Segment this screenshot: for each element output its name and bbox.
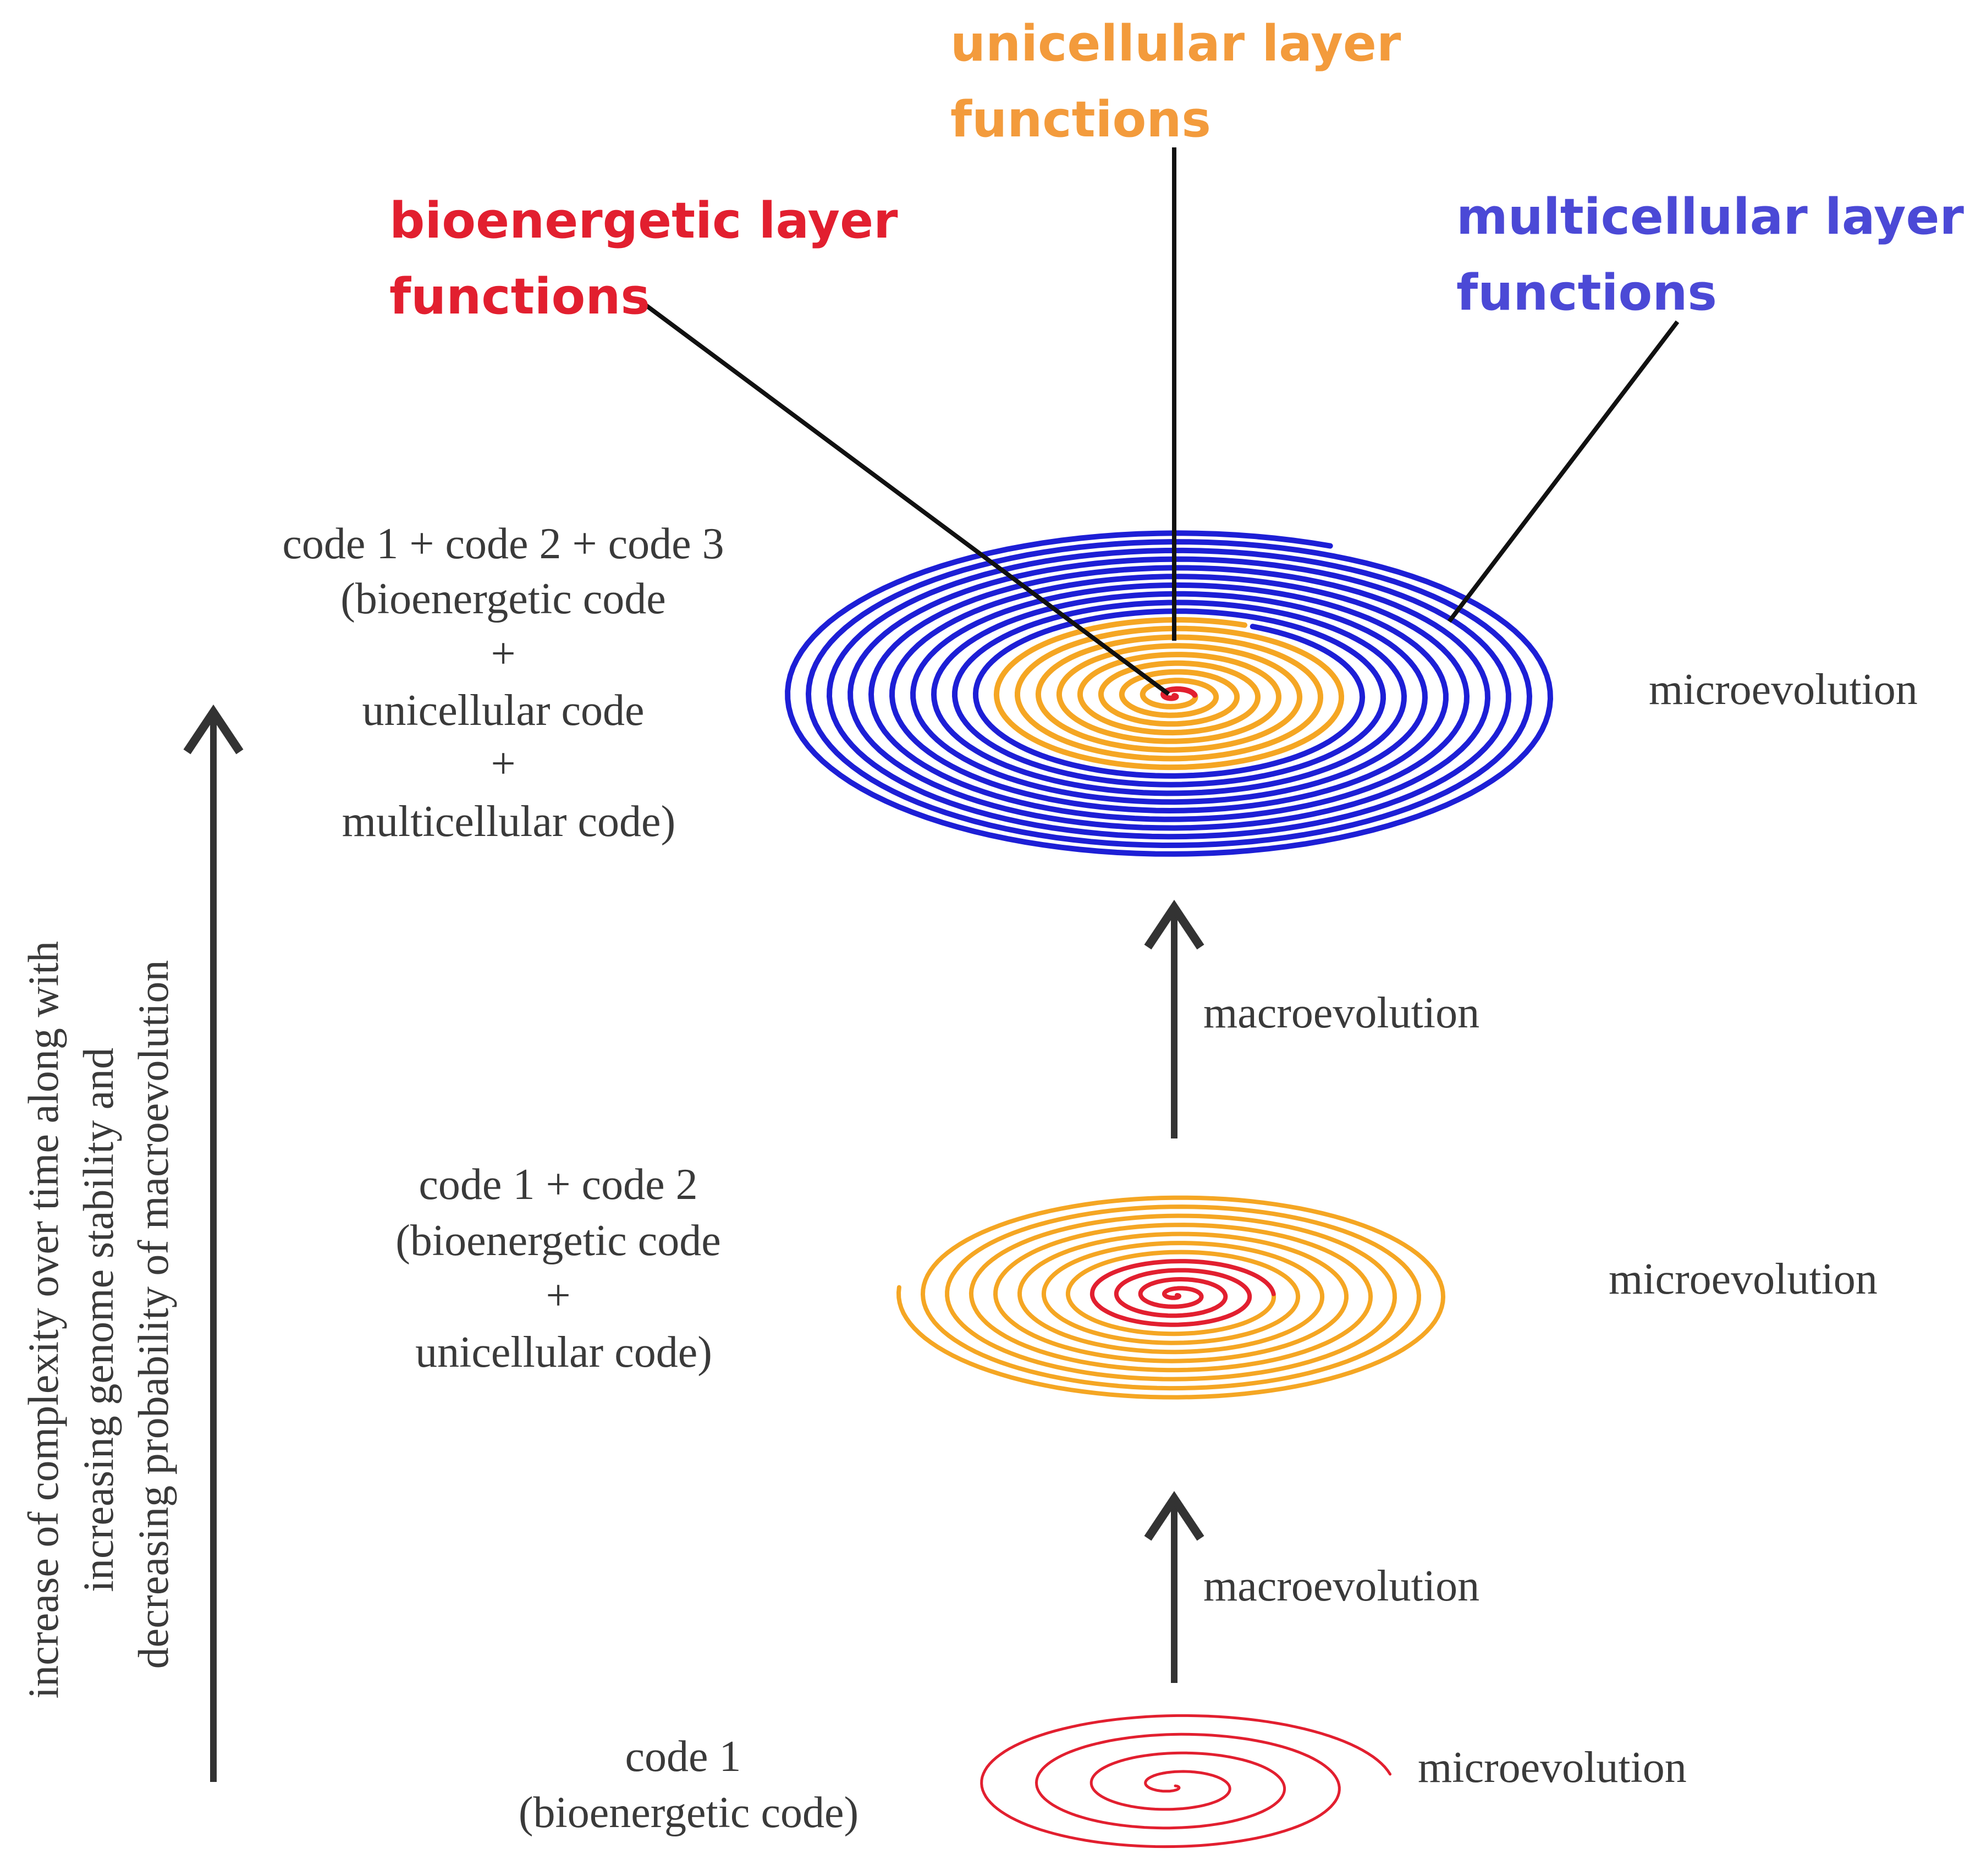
unicellular-layer-label: unicellular layer functions (950, 15, 1418, 148)
code-label-level3-line3: + (491, 630, 515, 678)
bioenergetic-spiral-middle (1089, 1259, 1276, 1327)
unicellular-spiral-middle (896, 1195, 1446, 1400)
code-label-level2-line4: unicellular code) (415, 1328, 712, 1377)
multicellular-layer-label: multicellular layer functions (1456, 188, 1970, 322)
bioenergetic-spiral-top (1160, 686, 1198, 701)
microevolution-label-level3: microevolution (1649, 665, 1918, 714)
multicellular-layer-label-line1: multicellular layer (1456, 188, 1965, 246)
code-label-level2: code 1 + code 2 (bioenergetic code + uni… (395, 1160, 732, 1377)
multicellular-spiral-top (785, 530, 1554, 857)
leader-line-multicellular (1447, 320, 1680, 623)
code-label-level3-line2: (bioenergetic code (340, 575, 666, 623)
bioenergetic-layer-label-line1: bioenergetic layer (389, 192, 898, 250)
code-label-level3-line4: unicellular code (362, 686, 644, 735)
microevolution-label-level2: microevolution (1609, 1255, 1878, 1303)
complexity-axis-label-line2: increasing genome stability and (74, 1048, 122, 1592)
code-label-level3-line5: + (491, 740, 515, 788)
code-label-level2-line3: + (546, 1272, 570, 1320)
complexity-axis-label-line1: increase of complexity over time along w… (19, 941, 67, 1699)
microevolution-label-level1: microevolution (1418, 1743, 1687, 1792)
unicellular-layer-label-line2: functions (950, 91, 1211, 148)
macroevolution-label-lower: macroevolution (1203, 1562, 1479, 1610)
code-label-level3: code 1 + code 2 + code 3 (bioenergetic c… (282, 520, 735, 846)
code-label-level2-line2: (bioenergetic code (395, 1217, 721, 1265)
bioenergetic-layer-label-line2: functions (389, 268, 650, 326)
unicellular-layer-label-line1: unicellular layer (950, 15, 1401, 73)
leader-line-bioenergetic (639, 299, 1170, 696)
code-label-level1: code 1 (bioenergetic code) (519, 1732, 859, 1837)
spiral-bottom (980, 1714, 1392, 1849)
code-label-level3-line1: code 1 + code 2 + code 3 (282, 520, 724, 568)
multicellular-layer-label-line2: functions (1456, 264, 1717, 322)
bioenergetic-spiral-bottom (980, 1714, 1392, 1849)
code-label-level1-line1: code 1 (625, 1732, 741, 1781)
code-label-level2-line1: code 1 + code 2 (419, 1160, 697, 1209)
bioenergetic-layer-label: bioenergetic layer functions (389, 192, 915, 326)
complexity-axis-label-line3: decreasing probability of macroevolution (129, 960, 177, 1669)
code-label-level1-line2: (bioenergetic code) (519, 1789, 859, 1837)
spiral-top (785, 530, 1554, 857)
unicellular-spiral-top (993, 617, 1345, 771)
macroevolution-label-upper: macroevolution (1203, 989, 1479, 1037)
code-label-level3-line6: multicellular code) (342, 797, 675, 846)
complexity-axis-label: increase of complexity over time along w… (19, 930, 177, 1698)
spiral-middle (896, 1195, 1446, 1400)
